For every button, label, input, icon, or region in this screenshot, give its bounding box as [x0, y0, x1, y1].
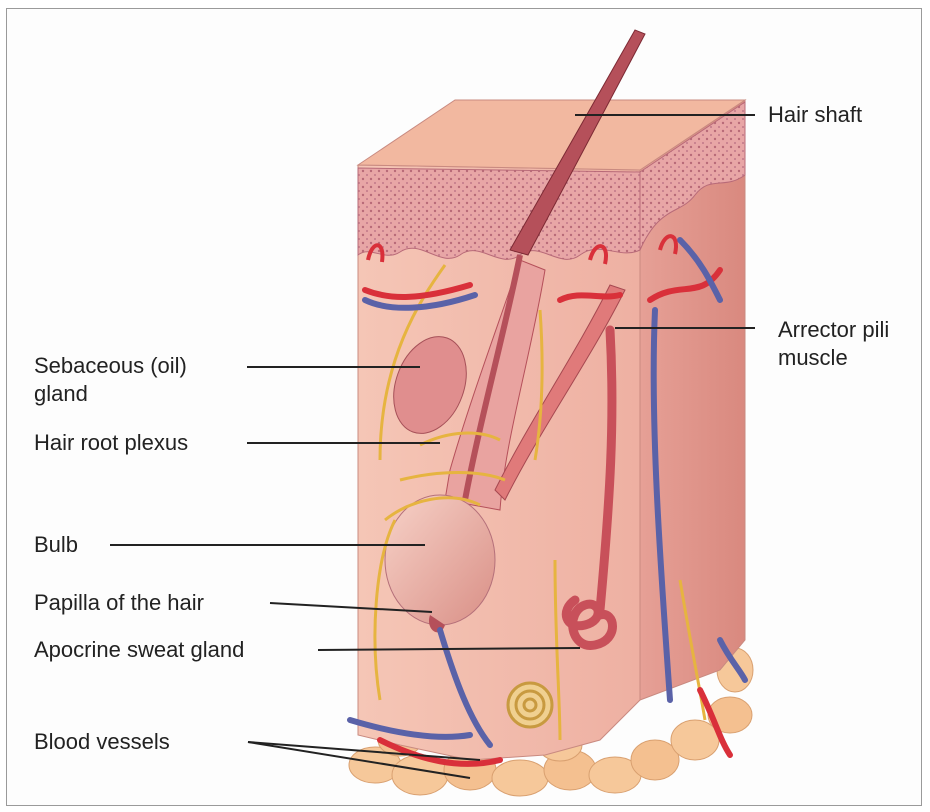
label-papilla: Papilla of the hair: [34, 589, 204, 617]
label-arrector-pili: Arrector pili muscle: [778, 316, 889, 372]
label-sebaceous-gland: Sebaceous (oil) gland: [34, 352, 187, 408]
label-hair-root-plexus: Hair root plexus: [34, 429, 188, 457]
label-apocrine-gland: Apocrine sweat gland: [34, 636, 244, 664]
label-hair-shaft: Hair shaft: [768, 101, 862, 129]
label-bulb: Bulb: [34, 531, 78, 559]
hair-bulb: [385, 495, 495, 625]
eccrine-coil: [508, 683, 552, 727]
label-blood-vessels: Blood vessels: [34, 728, 170, 756]
